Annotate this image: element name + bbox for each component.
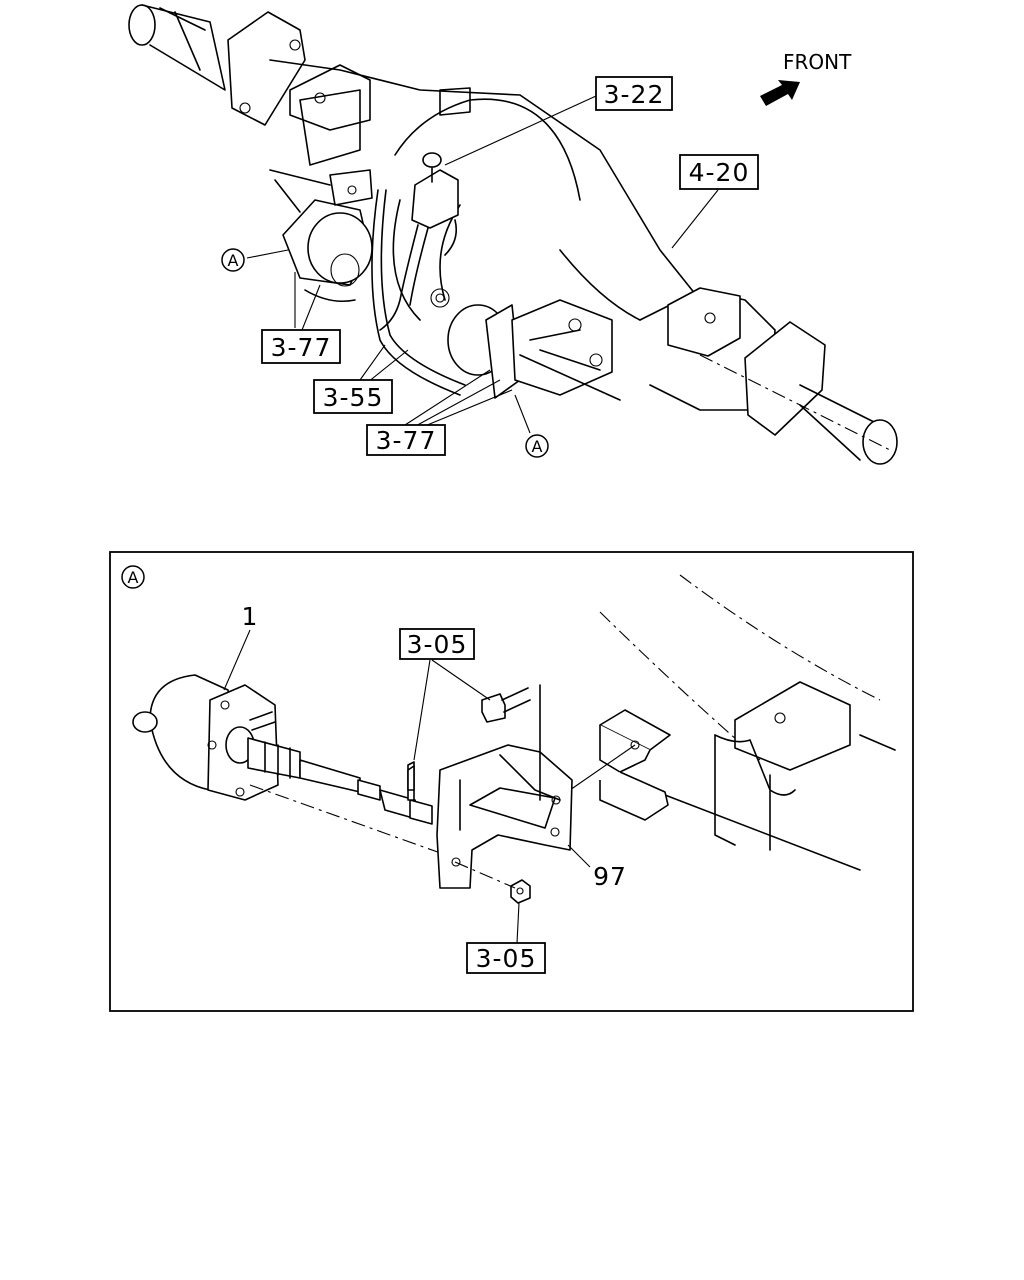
callout-3-22-label: 3-22 <box>604 80 665 109</box>
callout-3-05-lower: 3-05 <box>466 902 546 974</box>
callout-3-77-lower: 3-77 <box>366 424 446 456</box>
brake-hoses <box>304 189 466 396</box>
axle-assembly-view: FRONT 3-22 4-20 3-77 3-55 <box>128 4 898 465</box>
front-label: FRONT <box>783 50 852 74</box>
callout-3-77-lower-label: 3-77 <box>376 426 437 455</box>
right-brake-chamber <box>447 299 621 401</box>
callout-3-22: 3-22 <box>595 76 673 111</box>
detail-marker-a-right: A <box>525 434 549 458</box>
callout-3-05-lower-label: 3-05 <box>476 944 537 973</box>
detail-a-marker-label: A <box>128 568 139 587</box>
nut-3-05 <box>454 861 531 904</box>
spacer-block <box>569 709 671 821</box>
mounting-bracket <box>436 684 573 889</box>
detail-axle-housing <box>599 574 896 871</box>
callout-4-20: 4-20 <box>679 154 759 190</box>
detail-brake-chamber <box>132 674 279 801</box>
detail-marker-a-right-label: A <box>532 437 543 456</box>
part-number-1: 1 <box>242 602 259 631</box>
callout-3-55-label: 3-55 <box>323 383 384 412</box>
push-rod-clevis <box>247 737 461 861</box>
detail-a-panel: A <box>109 551 914 1012</box>
right-axle-spindle <box>639 287 898 465</box>
brake-valve <box>411 152 459 229</box>
front-direction-indicator: FRONT <box>760 50 852 106</box>
bolt-3-05 <box>481 687 531 723</box>
left-axle-spindle <box>128 4 306 126</box>
callout-3-77-upper-label: 3-77 <box>271 333 332 362</box>
callout-4-20-label: 4-20 <box>689 158 750 187</box>
detail-marker-a-left: A <box>221 248 245 272</box>
callout-3-77-upper: 3-77 <box>261 329 341 364</box>
callout-3-05-upper-label: 3-05 <box>407 630 468 659</box>
detail-a-marker: A <box>121 565 145 589</box>
callout-3-55: 3-55 <box>313 379 393 414</box>
detail-frame <box>109 551 914 1012</box>
upper-leader-lines <box>246 95 719 434</box>
clevis-pin <box>407 765 415 791</box>
front-arrow-icon <box>760 80 800 106</box>
callout-3-05-upper: 3-05 <box>399 628 491 761</box>
part-number-97: 97 <box>593 862 627 891</box>
detail-marker-a-left-label: A <box>228 251 239 270</box>
left-brake-chamber <box>274 169 373 287</box>
